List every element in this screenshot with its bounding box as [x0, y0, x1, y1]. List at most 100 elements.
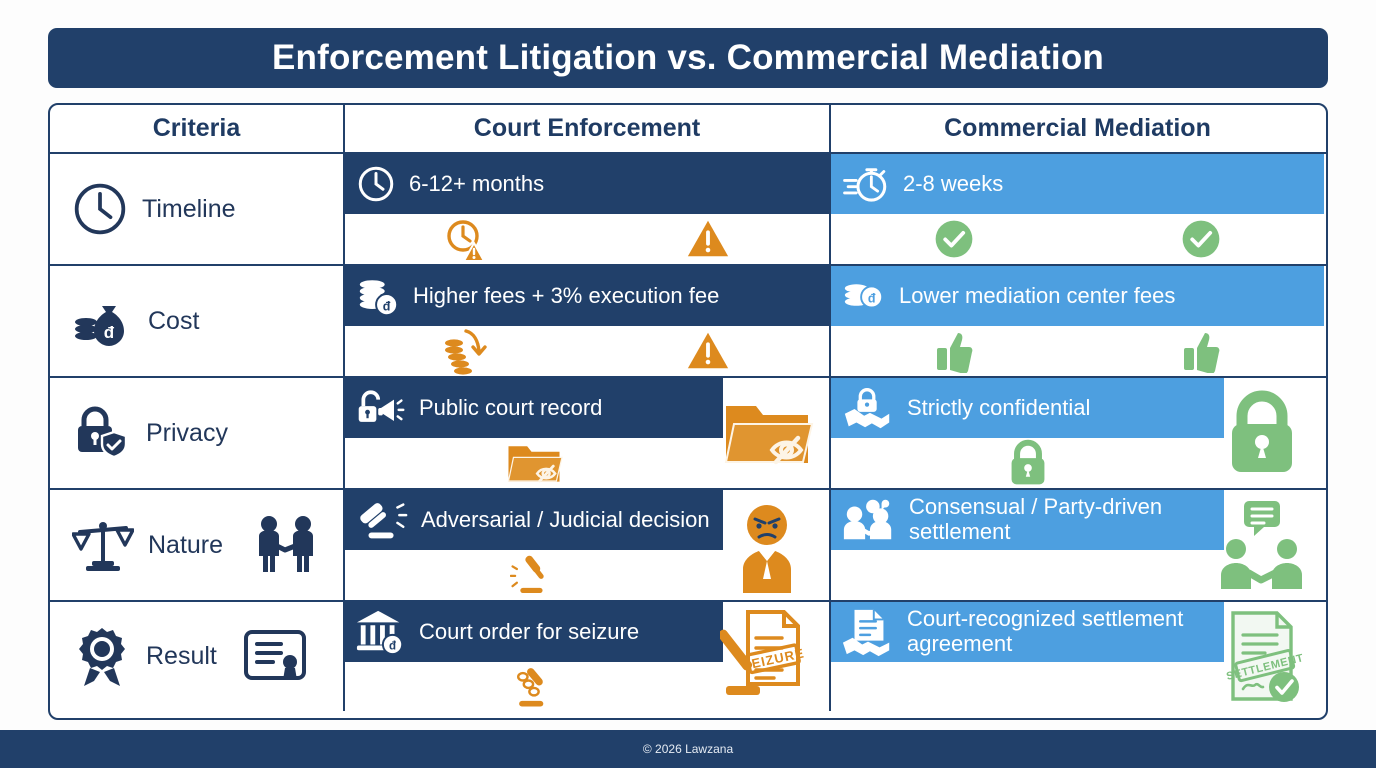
court-cell-timeline: 6-12+ months [345, 154, 831, 264]
page-title-bar: Enforcement Litigation vs. Commercial Me… [48, 28, 1328, 88]
people-talking-icon [841, 496, 897, 544]
comparison-table: Criteria Court Enforcement Commercial Me… [48, 103, 1328, 720]
criteria-cell-cost: đ Cost [50, 266, 345, 376]
mediation-value-band: 2-8 weeks [831, 154, 1324, 214]
empty-slot [831, 662, 1324, 711]
mediation-icon-strip [831, 550, 1324, 600]
gavel-icon [355, 495, 409, 545]
seizure-document-icon: SEIZURE [715, 604, 819, 710]
mediation-value-text: Lower mediation center fees [899, 282, 1176, 308]
mediation-value-text: Court-recognized settlement agreement [907, 606, 1184, 656]
thumbs-up-icon [831, 326, 1078, 376]
criteria-label: Result [146, 642, 217, 670]
court-value-band: Public court record [345, 378, 723, 438]
courthouse-coin-icon: đ [355, 607, 407, 657]
mediation-cell-privacy: Strictly confidential [831, 378, 1324, 488]
criteria-cell-result: Result [50, 602, 345, 711]
court-value-text: 6-12+ months [409, 170, 545, 196]
mediation-value-text: Consensual / Party-driven settlement [909, 494, 1163, 544]
clock-icon [355, 163, 397, 205]
warning-triangle-icon [587, 214, 829, 264]
court-value-text: Public court record [419, 394, 603, 420]
court-icon-strip [345, 214, 829, 264]
stopwatch-fast-icon [841, 161, 891, 207]
court-icon-strip [345, 438, 829, 488]
court-value-text: Adversarial / Judicial decision [421, 506, 710, 532]
court-cell-nature: Adversarial / Judicial decision [345, 490, 831, 600]
two-people-handshake-icon [249, 514, 323, 576]
mediation-value-text: Strictly confidential [907, 394, 1091, 420]
coin-stack-icon: đ [355, 273, 401, 319]
folder-hidden-icon [345, 438, 723, 488]
empty-slot [723, 662, 829, 711]
mediation-cell-result: Court-recognized settlement agreement SE… [831, 602, 1324, 711]
lock-closed-large-icon [1210, 380, 1314, 486]
svg-text:đ: đ [104, 323, 115, 342]
copyright-text: © 2026 Lawzana [642, 742, 734, 756]
chat-people-handshake-icon [1210, 492, 1314, 598]
court-value-text: Higher fees + 3% execution fee [413, 282, 720, 308]
table-row: Nature [50, 488, 1326, 600]
column-header-court-enforcement: Court Enforcement [345, 105, 831, 152]
column-header-criteria: Criteria [50, 105, 345, 152]
mediation-cell-timeline: 2-8 weeks [831, 154, 1324, 264]
coin-stack-icon: đ [841, 273, 887, 319]
settlement-document-check-icon: SETTLEMENT [1210, 604, 1314, 710]
footer-bar: © 2026 Lawzana [0, 730, 1376, 768]
empty-slot [1224, 438, 1324, 488]
svg-text:đ: đ [389, 640, 396, 652]
court-icon-strip [345, 662, 829, 711]
handshake-lock-icon [841, 384, 895, 432]
mediation-value-band: Strictly confidential [831, 378, 1224, 438]
gavel-chains-icon [345, 662, 723, 711]
lock-closed-icon [831, 438, 1224, 488]
award-rosette-icon [72, 626, 132, 688]
coins-down-arrow-icon [345, 326, 587, 376]
table-header-row: Criteria Court Enforcement Commercial Me… [50, 105, 1326, 152]
court-value-text: Court order for seizure [419, 618, 640, 644]
check-circle-icon [1078, 214, 1325, 264]
page-title: Enforcement Litigation vs. Commercial Me… [271, 38, 1105, 77]
mediation-icon-strip [831, 214, 1324, 264]
court-value-band: 6-12+ months [345, 154, 829, 214]
clock-warning-icon [345, 214, 587, 264]
lock-shield-icon [72, 404, 132, 462]
mediation-cell-nature: Consensual / Party-driven settlement [831, 490, 1324, 600]
court-icon-strip [345, 550, 829, 600]
scales-icon [72, 516, 134, 574]
folder-hidden-large-icon [715, 380, 819, 486]
criteria-label: Nature [148, 530, 224, 559]
court-value-band: Adversarial / Judicial decision [345, 490, 723, 550]
angry-judge-icon [715, 492, 819, 598]
mediation-icon-strip [831, 438, 1324, 488]
table-row: Result [50, 600, 1326, 711]
mediation-value-band: Court-recognized settlement agreement [831, 602, 1224, 662]
check-circle-icon [831, 214, 1078, 264]
column-header-commercial-mediation: Commercial Mediation [944, 114, 1211, 142]
mediation-value-text: 2-8 weeks [903, 170, 1004, 196]
mediation-icon-strip [831, 662, 1324, 711]
criteria-label: Timeline [142, 194, 236, 223]
mediation-cell-cost: đ Lower mediation center fees [831, 266, 1324, 376]
empty-slot [723, 550, 829, 600]
clock-icon [72, 181, 128, 237]
criteria-label: Cost [148, 306, 200, 335]
warning-triangle-icon [587, 326, 829, 376]
criteria-cell-nature: Nature [50, 490, 345, 600]
thumbs-up-icon [1078, 326, 1325, 376]
criteria-cell-timeline: Timeline [50, 154, 345, 264]
table-row: Timeline 6-12+ months [50, 152, 1326, 264]
mediation-value-band: đ Lower mediation center fees [831, 266, 1324, 326]
money-bag-coins-icon: đ [72, 292, 134, 350]
court-cell-result: đ Court order for seizure SEIZURE [345, 602, 831, 711]
criteria-cell-privacy: Privacy [50, 378, 345, 488]
gavel-strike-icon [345, 550, 723, 600]
table-row: Privacy [50, 376, 1326, 488]
court-cell-cost: đ Higher fees + 3% execution fee [345, 266, 831, 376]
certificate-icon [243, 628, 307, 686]
court-icon-strip [345, 326, 829, 376]
court-cell-privacy: Public court record [345, 378, 831, 488]
unlock-megaphone-icon [355, 385, 407, 431]
document-handshake-icon [841, 607, 895, 657]
